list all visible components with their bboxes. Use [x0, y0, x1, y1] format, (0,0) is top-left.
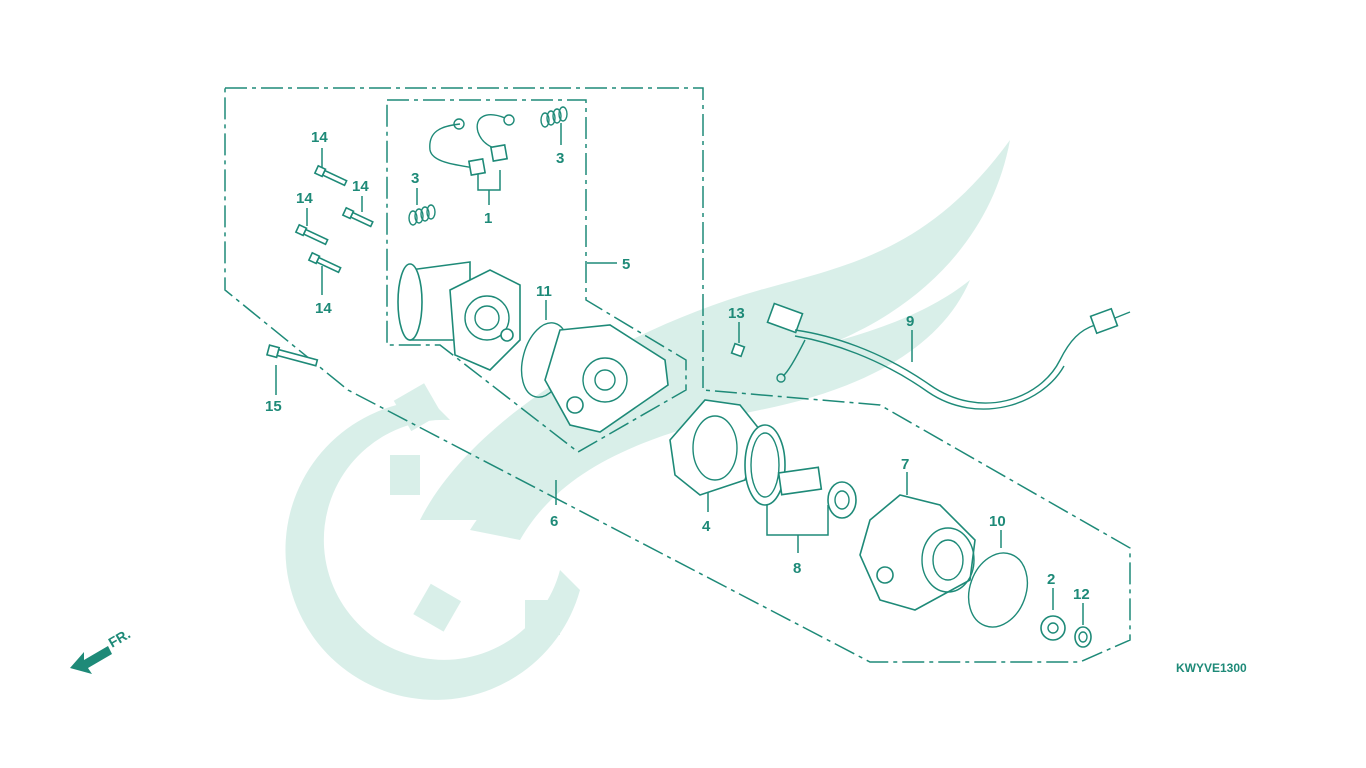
callout-3-b: 3: [556, 150, 564, 167]
gear-shaft-8: [744, 424, 823, 506]
callout-12: 12: [1073, 586, 1090, 603]
starter-motor-5: [397, 261, 521, 371]
diagram-code: KWYVE1300: [1176, 661, 1247, 675]
bolt-14-a: [313, 164, 348, 187]
callout-6: 6: [550, 513, 558, 530]
washer-12: [1074, 626, 1092, 648]
callout-7: 7: [901, 456, 909, 473]
callout-14-c: 14: [296, 190, 313, 207]
bolt-14-d: [307, 251, 342, 274]
callout-15: 15: [265, 398, 282, 415]
spring-3-a: [408, 204, 436, 226]
bolt-13: [730, 342, 746, 358]
bolt-15: [265, 344, 319, 367]
leader-lines: [275, 123, 1084, 625]
callout-8: 8: [793, 560, 801, 577]
callout-3-a: 3: [411, 170, 419, 187]
wire-harness-9: [766, 302, 1131, 410]
watermark-logo: [285, 140, 1010, 700]
callout-14-a: 14: [311, 129, 328, 146]
callout-labels: 14 14 14 14 15 3 3 1 5 11 6 4 8 7 10 2 1…: [265, 129, 1090, 603]
starter-housing-7: [859, 494, 976, 611]
brush-set-1: [429, 114, 515, 177]
callout-1: 1: [484, 210, 492, 227]
callout-14-b: 14: [352, 178, 369, 195]
gear-2: [1040, 615, 1066, 641]
callout-9: 9: [906, 313, 914, 330]
o-ring-10: [967, 552, 1029, 628]
callout-2: 2: [1047, 571, 1055, 588]
callout-4: 4: [702, 518, 711, 535]
bolt-14-c: [294, 223, 329, 246]
bolt-14-b: [341, 206, 374, 228]
callout-10: 10: [989, 513, 1006, 530]
callout-11: 11: [536, 283, 552, 300]
spring-3-b: [540, 106, 568, 128]
outline-group-5: [386, 99, 687, 453]
front-label: FR.: [106, 625, 134, 650]
callout-5: 5: [622, 256, 630, 273]
callout-14-d: 14: [315, 300, 332, 317]
bearing: [827, 481, 857, 519]
callout-13: 13: [728, 305, 745, 322]
front-direction-arrow-icon: [70, 646, 112, 674]
reduction-cover: [544, 324, 669, 433]
